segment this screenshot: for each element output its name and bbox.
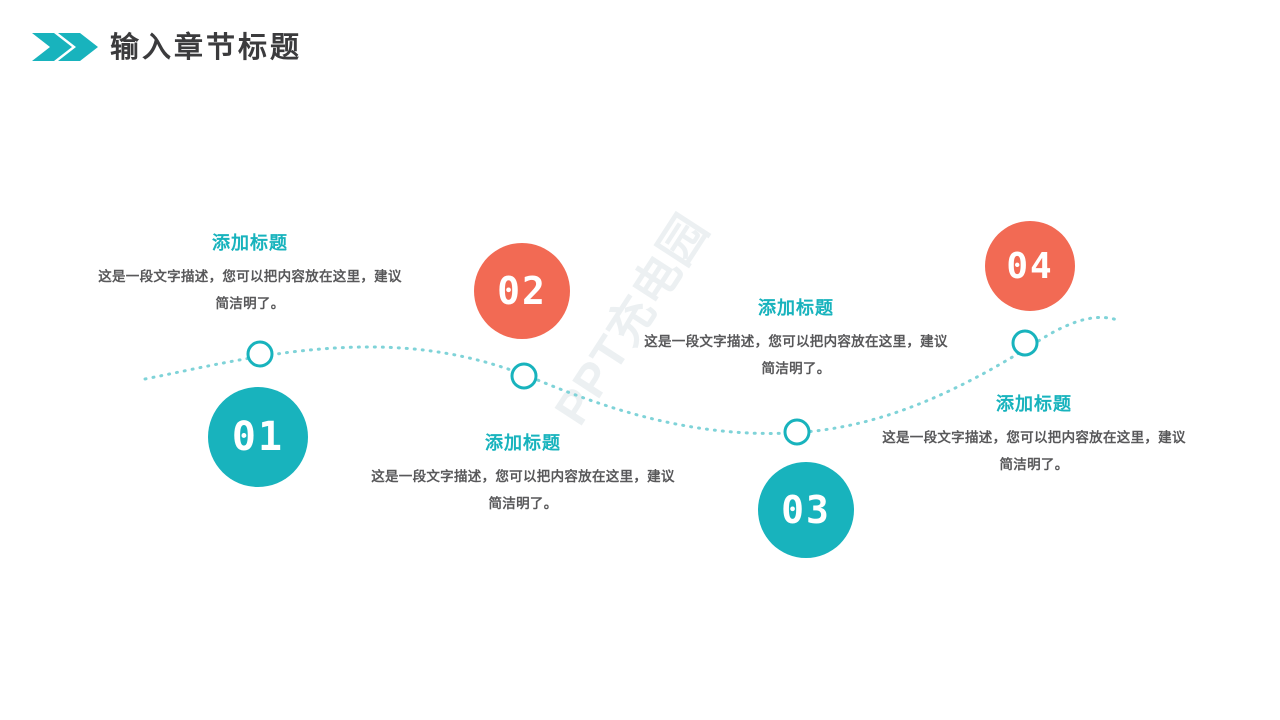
ring-marker-1 <box>246 340 274 368</box>
step-body-01: 这是一段文字描述，您可以把内容放在这里，建议简洁明了。 <box>98 269 402 311</box>
step-number-badge-02[interactable]: 02 <box>474 243 570 339</box>
step-text-block-01: 添加标题 这是一段文字描述，您可以把内容放在这里，建议简洁明了。 <box>95 231 405 317</box>
step-heading-04: 添加标题 <box>996 394 1072 414</box>
step-heading-03: 添加标题 <box>758 298 834 318</box>
step-heading-01: 添加标题 <box>212 233 288 253</box>
step-number-badge-01[interactable]: 01 <box>208 387 308 487</box>
double-chevron-right-icon <box>32 31 98 63</box>
step-number-badge-04[interactable]: 04 <box>985 221 1075 311</box>
step-text-block-03: 添加标题 这是一段文字描述，您可以把内容放在这里，建议简洁明了。 <box>641 296 951 382</box>
step-heading-02: 添加标题 <box>485 433 561 453</box>
step-body-02: 这是一段文字描述，您可以把内容放在这里，建议简洁明了。 <box>371 469 675 511</box>
page-title: 输入章节标题 <box>110 32 303 64</box>
ring-marker-4 <box>1011 329 1039 357</box>
step-body-04: 这是一段文字描述，您可以把内容放在这里，建议简洁明了。 <box>882 430 1186 472</box>
step-text-block-02: 添加标题 这是一段文字描述，您可以把内容放在这里，建议简洁明了。 <box>368 431 678 517</box>
step-number-badge-03[interactable]: 03 <box>758 462 854 558</box>
ring-marker-3 <box>783 418 811 446</box>
slide-header: 输入章节标题 <box>0 0 1280 100</box>
ring-marker-2 <box>510 362 538 390</box>
step-body-03: 这是一段文字描述，您可以把内容放在这里，建议简洁明了。 <box>644 334 948 376</box>
step-text-block-04: 添加标题 这是一段文字描述，您可以把内容放在这里，建议简洁明了。 <box>878 392 1190 478</box>
